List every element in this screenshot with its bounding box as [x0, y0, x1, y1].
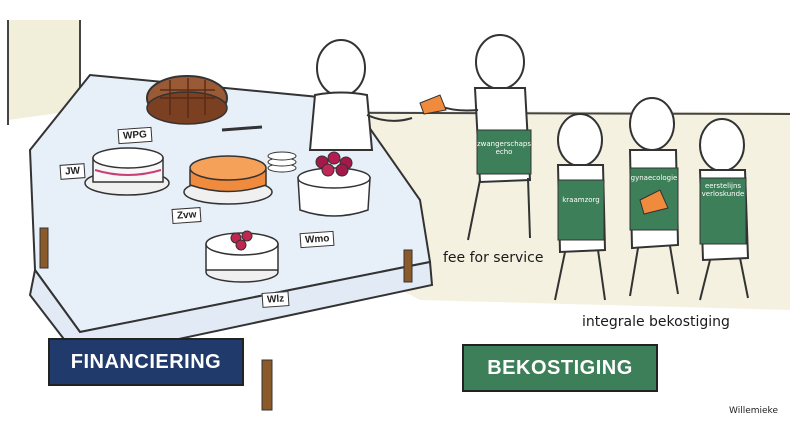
kraamzorg-shirt	[557, 179, 605, 241]
card-wpg: WPG	[117, 126, 153, 145]
cake-slice-icon	[419, 94, 447, 115]
shirt-label-kraamzorg: kraamzorg	[562, 196, 600, 204]
caption-integrale-bekostiging: integrale bekostiging	[582, 314, 730, 330]
card-wmo: Wmo	[299, 230, 335, 249]
sign-bekostiging: BEKOSTIGING	[462, 344, 658, 392]
shirt-label-gynaecologie: gynaecologie	[630, 174, 678, 182]
cake-slice-icon	[639, 189, 669, 215]
cake-jw	[84, 147, 170, 196]
verloskunde-shirt	[699, 177, 747, 245]
caption-fee-for-service: fee for service	[443, 250, 544, 266]
cake-wmo	[297, 151, 371, 217]
shirt-label-verloskunde: eerstelijns verloskunde	[701, 182, 745, 199]
knife-icon	[221, 125, 263, 132]
card-jw: JW	[59, 163, 86, 180]
shirt-label-echo: zwangerschaps echo	[476, 140, 532, 157]
card-zvw: Zvw	[171, 206, 202, 225]
echo-shirt	[476, 129, 532, 175]
sign-financiering: FINANCIERING	[48, 338, 244, 386]
cake-orange	[183, 155, 273, 205]
signature: Willemieke	[729, 406, 778, 416]
wall-left	[8, 20, 80, 120]
cake-zvw	[205, 230, 279, 283]
plate-stack	[267, 151, 297, 173]
server-figure	[308, 39, 413, 151]
pie-wpg	[146, 75, 228, 125]
card-wlz: Wlz	[261, 291, 290, 308]
